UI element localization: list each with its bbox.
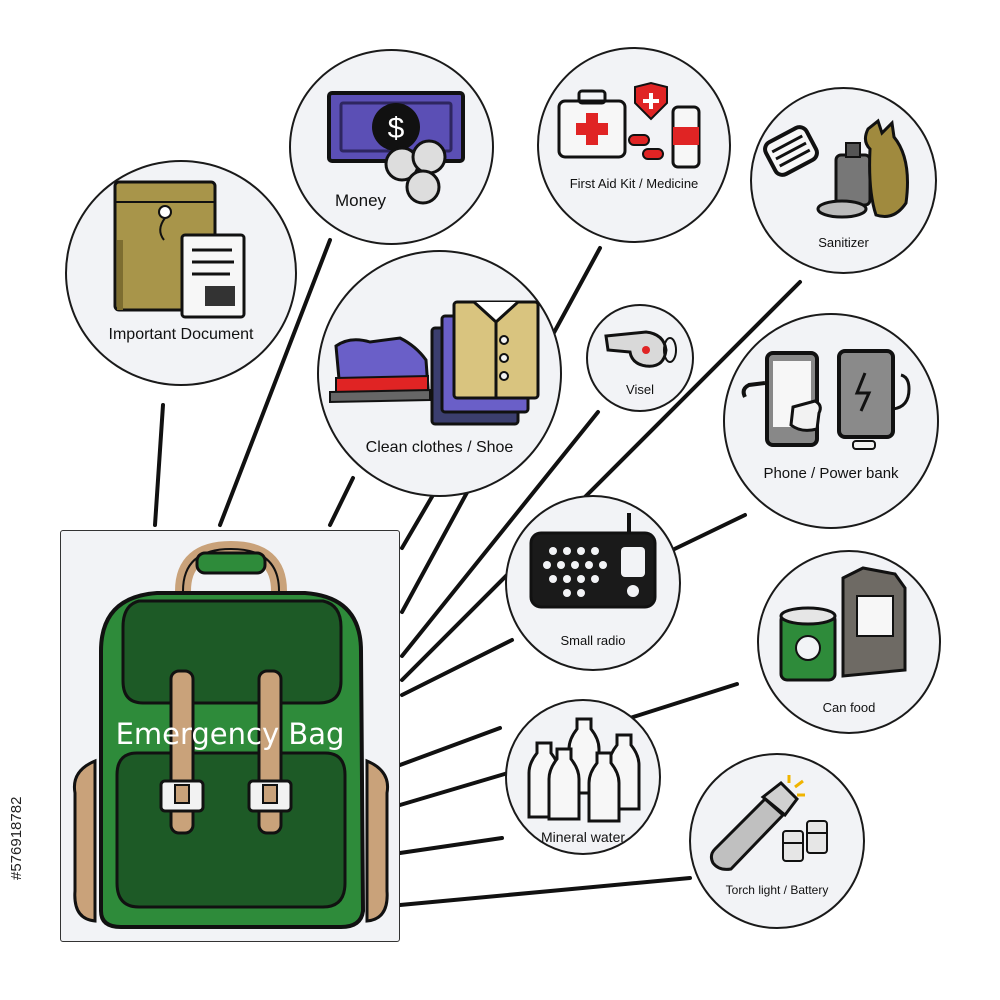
money-icon: $: [327, 91, 465, 205]
connector-line: [328, 476, 355, 527]
svg-text:$: $: [388, 112, 405, 145]
water-bottles-icon: [527, 717, 641, 823]
item-label: Money: [335, 191, 387, 210]
first-aid-kit-icon: [557, 81, 701, 169]
can-food-icon: [779, 566, 907, 682]
connector-line: [400, 410, 600, 658]
connector-line: [400, 280, 802, 682]
item-label: Small radio: [560, 633, 626, 648]
item-visel: Visel: [586, 304, 694, 412]
connector-line: [400, 638, 514, 697]
item-sanitizer: Sanitizer: [750, 87, 937, 274]
connector-line: [218, 238, 332, 527]
connector-line: [398, 876, 692, 907]
item-label: Clean clothes / Shoe: [365, 439, 514, 456]
item-money: $ Money: [289, 49, 494, 245]
connector-line: [398, 726, 502, 767]
phone-powerbank-icon: [741, 349, 911, 450]
stock-id: #576918782: [8, 796, 25, 880]
connector-line: [400, 493, 435, 550]
whistle-icon: [604, 330, 677, 368]
clothes-shoe-icon: [329, 300, 540, 426]
item-label: Phone / Power bank: [763, 465, 899, 482]
connector-line: [398, 771, 510, 807]
item-can-food: Can food: [757, 550, 941, 734]
item-first-aid: First Aid Kit / Medicine: [537, 47, 731, 243]
item-clothes: Clean clothes / Shoe: [317, 250, 562, 497]
item-water: Mineral water: [505, 699, 661, 855]
connector-line: [628, 682, 739, 720]
bag-title: Emergency Bag: [115, 717, 345, 751]
emergency-bag-panel: Emergency Bag: [60, 530, 400, 942]
item-phone: Phone / Power bank: [723, 313, 939, 529]
connector-line: [153, 403, 165, 527]
item-label: Can food: [822, 700, 876, 715]
backpack-icon: [72, 540, 390, 929]
item-important-document: Important Document: [65, 160, 297, 386]
sanitizer-icon: [763, 118, 909, 219]
item-label: Visel: [626, 382, 654, 397]
item-label: Sanitizer: [818, 235, 869, 250]
connector-line: [398, 836, 504, 855]
radio-icon: [529, 513, 657, 609]
item-label: Important Document: [108, 326, 254, 343]
item-label: First Aid Kit / Medicine: [569, 176, 699, 191]
item-radio: Small radio: [505, 495, 681, 671]
torch-battery-icon: [709, 775, 828, 871]
item-label: Torch light / Battery: [725, 883, 829, 897]
item-torch: Torch light / Battery: [689, 753, 865, 929]
document-envelope-icon: [113, 180, 246, 319]
item-label: Mineral water: [540, 829, 626, 845]
